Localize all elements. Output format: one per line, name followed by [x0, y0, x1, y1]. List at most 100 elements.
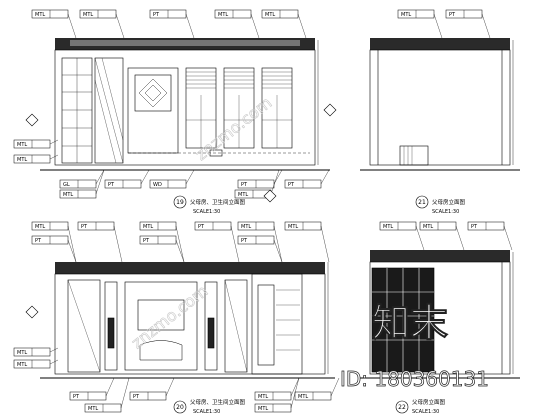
material-tag: MTL — [379, 221, 425, 251]
tag-label: MTL — [17, 362, 27, 368]
leader-line — [415, 225, 425, 251]
dimension-marks — [25, 40, 514, 374]
drawing-number: 20 — [176, 404, 184, 411]
leader-line — [175, 239, 185, 263]
leader-line — [140, 169, 150, 185]
material-tag: MTL — [261, 9, 307, 39]
door — [94, 57, 124, 164]
tag-label: MTL — [288, 224, 298, 230]
leader-line — [273, 169, 283, 185]
material-tag: MTL — [214, 9, 260, 39]
drawing-title: 父母房立面图 — [412, 398, 446, 406]
wall-panel — [127, 67, 179, 154]
material-tag: PT — [77, 221, 123, 263]
tag-label: MTL — [401, 12, 411, 18]
material-tag: MTL — [31, 9, 77, 39]
drawing-scale: SCALE1:30 — [412, 409, 439, 415]
leader-line — [115, 13, 125, 39]
watermark-text: znzmo.com — [192, 93, 276, 164]
tag-label: MTL — [265, 12, 275, 18]
watermark-id: ID: 180360131 — [340, 367, 489, 391]
leader-line — [185, 13, 195, 39]
leader-line — [320, 169, 330, 185]
material-tag: PT — [467, 221, 513, 251]
stone-panel — [67, 279, 101, 373]
material-tag: MTL — [84, 377, 130, 413]
leader-line — [175, 225, 185, 263]
leader-line — [290, 377, 300, 397]
leader-line — [230, 225, 240, 263]
drawing-title: 父母房、卫生间立面图 — [190, 198, 246, 206]
material-tag: MTL — [397, 9, 443, 39]
tag-label: WD — [153, 182, 162, 188]
drawing-title-21: 21 父母房立面图 SCALE1:30 — [415, 195, 466, 215]
leader-line — [49, 359, 59, 365]
tag-label: MTL — [17, 142, 27, 148]
drawing-number: 19 — [176, 199, 184, 206]
ceiling-band — [55, 262, 325, 274]
material-tag: MTL — [294, 377, 340, 401]
leader-line — [67, 13, 77, 39]
material-tag: MTL — [31, 221, 77, 263]
ceiling-band — [55, 38, 315, 50]
tag-label: PT — [143, 238, 150, 244]
material-tag: PT — [139, 235, 185, 263]
drawing-number: 22 — [398, 404, 406, 411]
bathroom-wall — [251, 273, 303, 375]
leader-line — [320, 225, 330, 263]
watermark-text: znzmo.com — [128, 281, 212, 352]
tag-label: MTL — [88, 406, 98, 412]
tag-label: PT — [471, 224, 478, 230]
material-tag: MTL — [13, 154, 59, 164]
leader-line — [95, 169, 105, 195]
leader-line — [105, 377, 115, 397]
leader-line — [49, 139, 59, 145]
material-tag: MTL — [254, 377, 300, 401]
tag-label: PT — [241, 182, 248, 188]
material-tag: MTL — [237, 221, 283, 263]
elevation-drawing-19 — [40, 38, 330, 171]
tag-label: MTL — [143, 224, 153, 230]
material-tag: GL — [59, 169, 105, 189]
wall-outline — [54, 49, 316, 166]
material-tag: WD — [149, 169, 195, 189]
leader-line — [250, 13, 260, 39]
tag-label: MTL — [17, 157, 27, 163]
material-tag: MTL — [59, 169, 105, 199]
leader-line — [113, 225, 123, 263]
drawing-title-22: 22 父母房立面图 SCALE1:30 — [395, 398, 446, 415]
leader-line — [270, 169, 280, 195]
wall-outline — [369, 261, 511, 375]
material-tag: PT — [149, 9, 195, 39]
tag-label: PT — [81, 224, 88, 230]
leader-line — [185, 169, 195, 185]
material-tag: MTL — [284, 221, 330, 263]
material-tag: MTL — [79, 9, 125, 39]
tag-label: PT — [108, 182, 115, 188]
material-tag: MTL — [13, 139, 59, 149]
drawing-title-19: 19 父母房、卫生间立面图 SCALE1:30 — [173, 195, 246, 215]
tag-label: MTL — [63, 192, 73, 198]
drawing-scale: SCALE1:30 — [432, 209, 459, 215]
leader-line — [49, 154, 59, 160]
leader-line — [433, 13, 443, 39]
material-tag: PT — [237, 169, 283, 189]
leader-line — [330, 377, 340, 397]
tag-label: PT — [241, 238, 248, 244]
leader-line — [297, 13, 307, 39]
tag-label: MTL — [83, 12, 93, 18]
leader-line — [95, 169, 105, 185]
material-tag: PT — [194, 221, 240, 263]
material-tag: MTL — [139, 221, 185, 263]
tag-label: PT — [153, 12, 160, 18]
tv-wall — [124, 281, 198, 371]
tag-label: PT — [133, 394, 140, 400]
material-tag: MTL — [419, 221, 465, 251]
material-tag: MTL — [254, 377, 300, 413]
leader-line — [290, 377, 300, 409]
drawing-scale: SCALE1:30 — [193, 209, 220, 215]
drawing-scale: SCALE1:30 — [193, 409, 220, 415]
elevation-drawing-20 — [40, 262, 335, 379]
tag-label: MTL — [238, 192, 248, 198]
